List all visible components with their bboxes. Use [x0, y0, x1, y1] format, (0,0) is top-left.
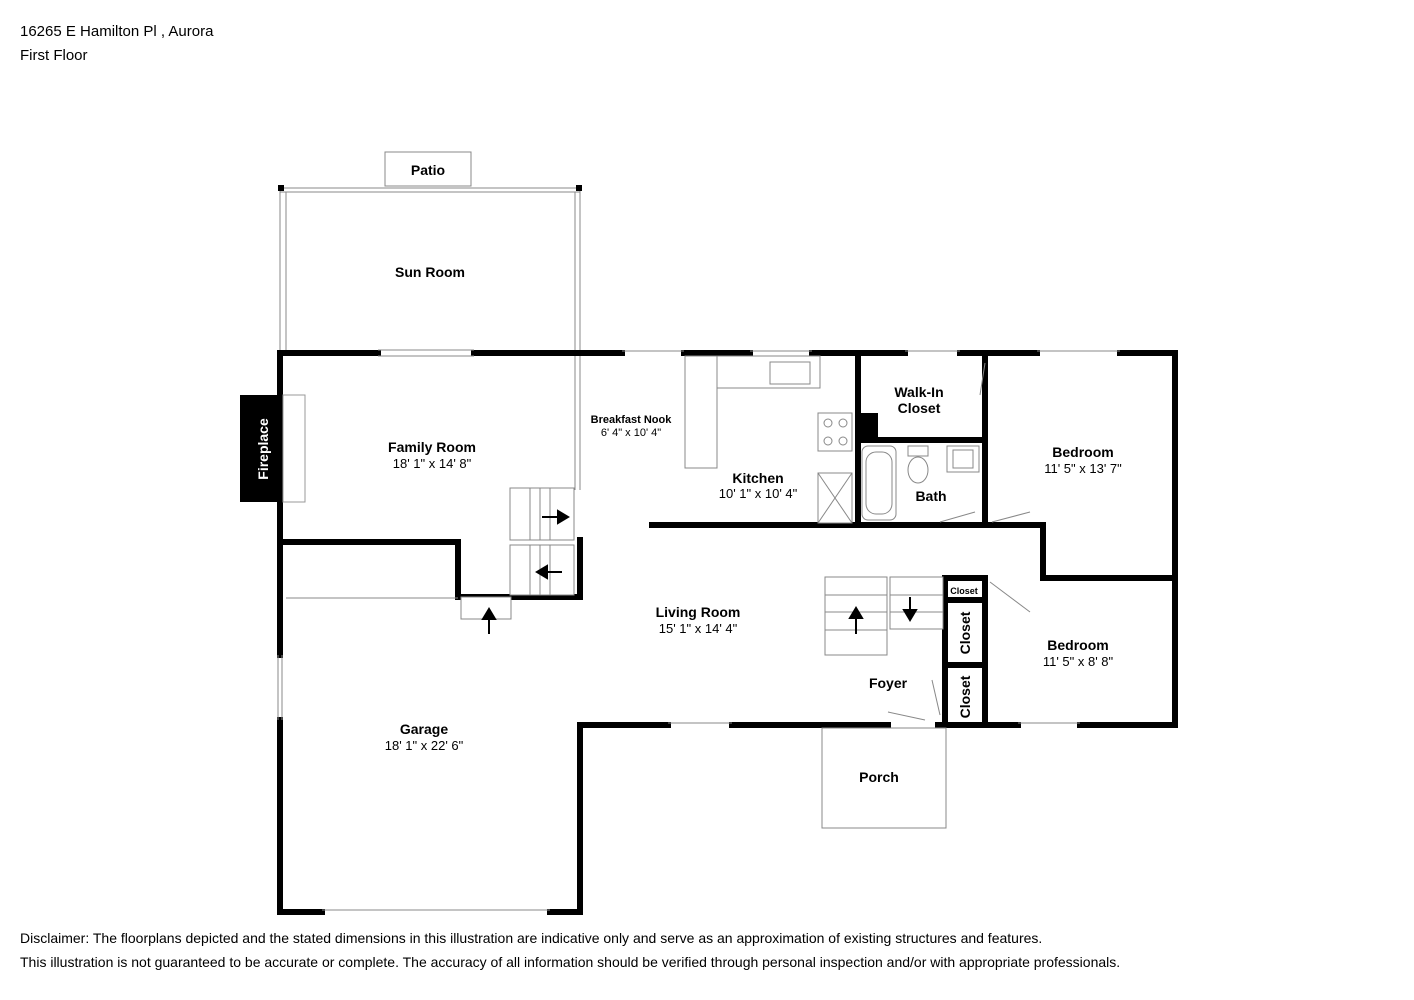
- bath-label: Bath: [915, 488, 946, 504]
- bedroom-2-dims: 11' 5" x 8' 8": [1043, 654, 1114, 669]
- breakfast-nook-label: Breakfast Nook: [591, 414, 673, 426]
- floor-title: First Floor: [20, 47, 88, 64]
- kitchen-dims: 10' 1" x 10' 4": [719, 486, 798, 501]
- garage-label: Garage: [400, 721, 448, 737]
- fireplace-label: Fireplace: [255, 418, 271, 480]
- patio-label: Patio: [411, 162, 445, 178]
- exterior-walls: [277, 350, 1178, 915]
- porch-label: Porch: [859, 769, 899, 785]
- walk-in-closet-label-1: Walk-In: [894, 384, 943, 400]
- closet-mid-label: Closet: [957, 611, 973, 654]
- bedroom-1-label: Bedroom: [1052, 444, 1113, 460]
- living-room-label: Living Room: [656, 604, 741, 620]
- disclaimer-line-2: This illustration is not guaranteed to b…: [20, 954, 1121, 970]
- porch-outline: [821, 727, 947, 829]
- bedroom-1-dims: 11' 5" x 13' 7": [1044, 461, 1122, 476]
- address-title: 16265 E Hamilton Pl , Aurora: [20, 23, 214, 40]
- closet-small-label: Closet: [950, 586, 978, 596]
- patio-outline: [384, 151, 472, 187]
- fireplace-block: [240, 395, 282, 502]
- sun-room-walls: [279, 187, 581, 490]
- walk-in-closet-label-2: Closet: [898, 400, 941, 416]
- bedroom-2-label: Bedroom: [1047, 637, 1108, 653]
- family-room-label: Family Room: [388, 439, 476, 455]
- garage-dims: 18' 1" x 22' 6": [385, 738, 464, 753]
- kitchen-label: Kitchen: [732, 470, 783, 486]
- living-room-dims: 15' 1" x 14' 4": [659, 621, 738, 636]
- family-room-dims: 18' 1" x 14' 8": [393, 456, 472, 471]
- stair-arrows: [481, 509, 570, 634]
- sun-room-label: Sun Room: [395, 264, 465, 280]
- disclaimer-line-1: Disclaimer: The floorplans depicted and …: [20, 930, 1043, 946]
- breakfast-nook-dims: 6' 4" x 10' 4": [601, 427, 661, 439]
- foyer-label: Foyer: [869, 675, 908, 691]
- closet-low-label: Closet: [957, 675, 973, 718]
